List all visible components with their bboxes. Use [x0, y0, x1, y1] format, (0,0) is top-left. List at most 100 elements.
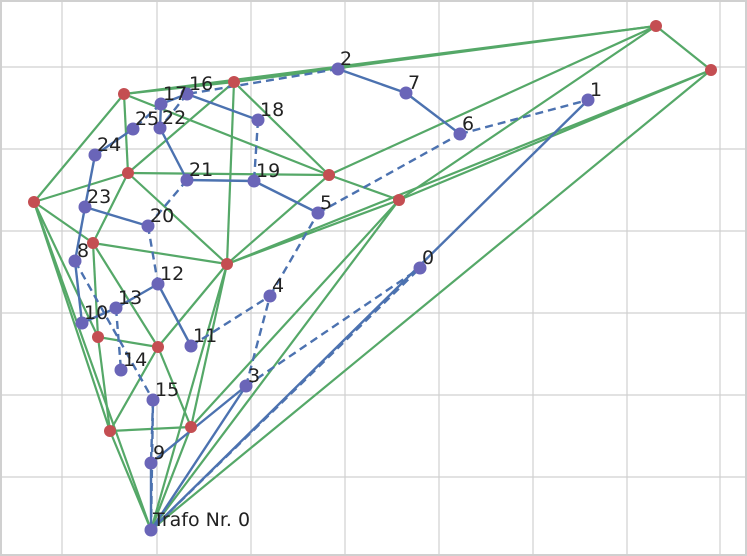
network-node: [581, 93, 595, 107]
network-node: [114, 363, 128, 377]
triangulation-edge: [92, 172, 129, 244]
node-label: 17: [163, 83, 187, 105]
node-label: 6: [462, 113, 474, 135]
triangulation-edge: [108, 430, 153, 531]
network-edge: [337, 67, 407, 95]
node-label: 3: [248, 365, 260, 387]
node-label: 4: [272, 275, 284, 297]
triangulation-node: [705, 64, 717, 76]
triangulation-edge: [150, 69, 712, 531]
network-node: [146, 393, 160, 407]
network-node: [75, 316, 89, 330]
triangulation-edge: [655, 25, 712, 71]
network-edge: [459, 98, 589, 136]
network-node: [180, 173, 194, 187]
network-node: [184, 339, 198, 353]
network-node: [263, 289, 277, 303]
triangulation-node: [152, 341, 164, 353]
network-edge: [150, 267, 421, 531]
triangulation-node: [650, 20, 662, 32]
triangulation-edge: [109, 425, 192, 433]
network-node: [68, 254, 82, 268]
node-label: 25: [135, 108, 159, 130]
network-edge: [115, 282, 159, 310]
triangulation-edge: [127, 171, 330, 177]
triangulation-edge: [189, 263, 229, 428]
triangulation-node: [228, 76, 240, 88]
network-node: [151, 277, 165, 291]
network-edge: [114, 307, 123, 371]
triangulation-node: [92, 331, 104, 343]
network-node: [144, 456, 158, 470]
node-label: 16: [189, 73, 213, 95]
triangulation-node: [185, 421, 197, 433]
triangulation-edge: [157, 263, 228, 348]
triangulation-node: [104, 425, 116, 437]
network-edge: [190, 294, 271, 348]
network-edge: [84, 205, 149, 228]
triangulation-edge: [190, 199, 400, 428]
triangulation-edge: [33, 171, 129, 204]
network-node: [331, 62, 345, 76]
network-node: [453, 127, 467, 141]
triangulation-edge: [109, 346, 159, 432]
triangulation-edge: [127, 81, 235, 174]
node-label: 1: [590, 79, 602, 101]
node-label: 9: [153, 442, 165, 464]
triangulation-edge: [233, 81, 330, 176]
network-node: [311, 206, 325, 220]
triangulation-edge: [149, 426, 193, 531]
triangulation-edge: [91, 242, 100, 338]
network-edge: [73, 206, 87, 262]
triangulation-node: [323, 169, 335, 181]
network-edge: [83, 154, 97, 208]
network-node: [144, 523, 158, 537]
node-label: 24: [97, 134, 121, 156]
network-edge: [156, 283, 193, 347]
triangulation-edge: [226, 68, 712, 266]
network-edge: [159, 93, 188, 129]
network-edge: [405, 92, 461, 135]
node-label: 8: [77, 240, 89, 262]
node-label: 5: [320, 192, 332, 214]
network-node: [154, 97, 168, 111]
network-edge: [149, 385, 248, 531]
network-node: [413, 261, 427, 275]
triangulation-edge: [96, 336, 112, 432]
node-label: 20: [150, 205, 174, 227]
node-label: 15: [155, 379, 179, 401]
network-edge: [268, 212, 320, 297]
triangulation-node: [122, 167, 134, 179]
node-label: 18: [260, 99, 284, 121]
triangulation-node: [118, 88, 130, 100]
network-edge: [73, 260, 84, 324]
network-node: [247, 174, 261, 188]
triangulation-edge: [226, 198, 400, 266]
node-label: 22: [162, 107, 186, 129]
network-node: [109, 301, 123, 315]
node-label: 7: [408, 72, 420, 94]
network-edge: [146, 225, 160, 285]
network-node: [399, 86, 413, 100]
network-edge: [245, 267, 421, 387]
triangulation-edge: [33, 93, 125, 203]
network-node: [88, 148, 102, 162]
node-label: Trafo Nr. 0: [152, 509, 250, 531]
network-edge: [244, 295, 272, 387]
triangulation-edge: [92, 241, 228, 266]
triangulation-edge: [127, 172, 228, 265]
triangulation-edge: [97, 335, 159, 349]
triangulation-edge: [32, 201, 153, 531]
triangulation-node: [221, 258, 233, 270]
node-label: 23: [87, 186, 111, 208]
network-node: [78, 200, 92, 214]
triangulation-edge: [398, 25, 657, 201]
triangulation-node: [28, 196, 40, 208]
node-label: 12: [160, 263, 184, 285]
triangulation-edge: [328, 24, 657, 177]
triangulation-edge: [92, 242, 159, 348]
network-node: [126, 122, 140, 136]
triangulation-node: [393, 194, 405, 206]
